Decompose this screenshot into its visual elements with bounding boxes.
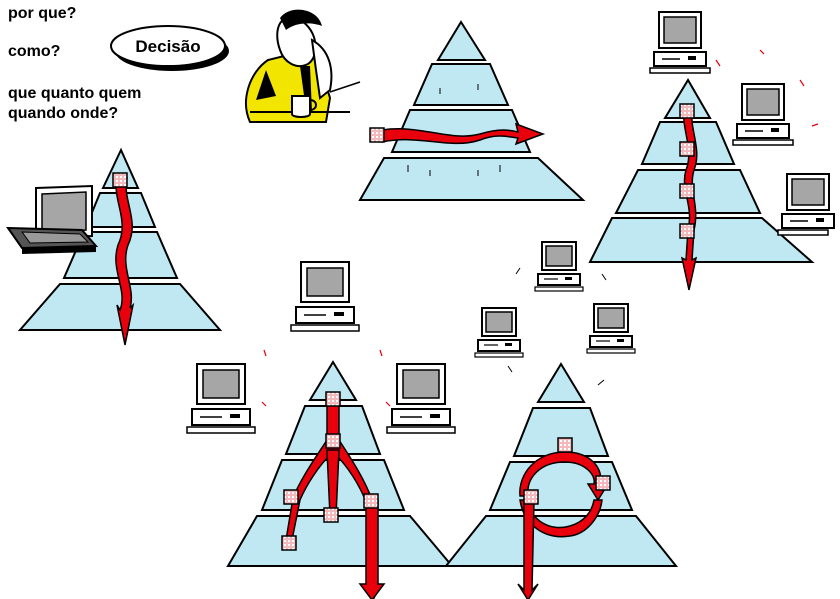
desktop-computer-icon — [474, 307, 524, 358]
question-why: por que? — [8, 5, 77, 22]
branching-flow-arrows — [281, 391, 386, 599]
desktop-computer-icon — [586, 303, 636, 354]
desktop-computer-icon — [534, 241, 584, 292]
question-how: como? — [8, 43, 61, 60]
desktop-computer-icon — [186, 363, 256, 434]
desktop-computer-icon — [386, 363, 456, 434]
cycle-flow-arrow — [517, 437, 611, 599]
person-thinking-icon — [245, 9, 361, 123]
desktop-computer-icon — [732, 83, 794, 146]
pyramid-horizontal — [358, 20, 586, 201]
decision-label: Decisão — [135, 37, 200, 56]
laptop-icon — [6, 184, 99, 254]
top-down-flow-arrow — [112, 172, 135, 346]
desktop-computer-icon — [777, 173, 835, 236]
desktop-computer-icon — [649, 11, 711, 74]
question-what-line2: quando onde? — [8, 105, 119, 122]
vertical-network-arrow — [679, 103, 698, 291]
mug-icon — [291, 95, 317, 118]
question-what-line1: que quanto quem — [8, 85, 142, 102]
desktop-computer-icon — [290, 261, 360, 332]
horizontal-flow-arrow — [369, 122, 546, 146]
decision-bubble: Decisão — [110, 25, 229, 71]
